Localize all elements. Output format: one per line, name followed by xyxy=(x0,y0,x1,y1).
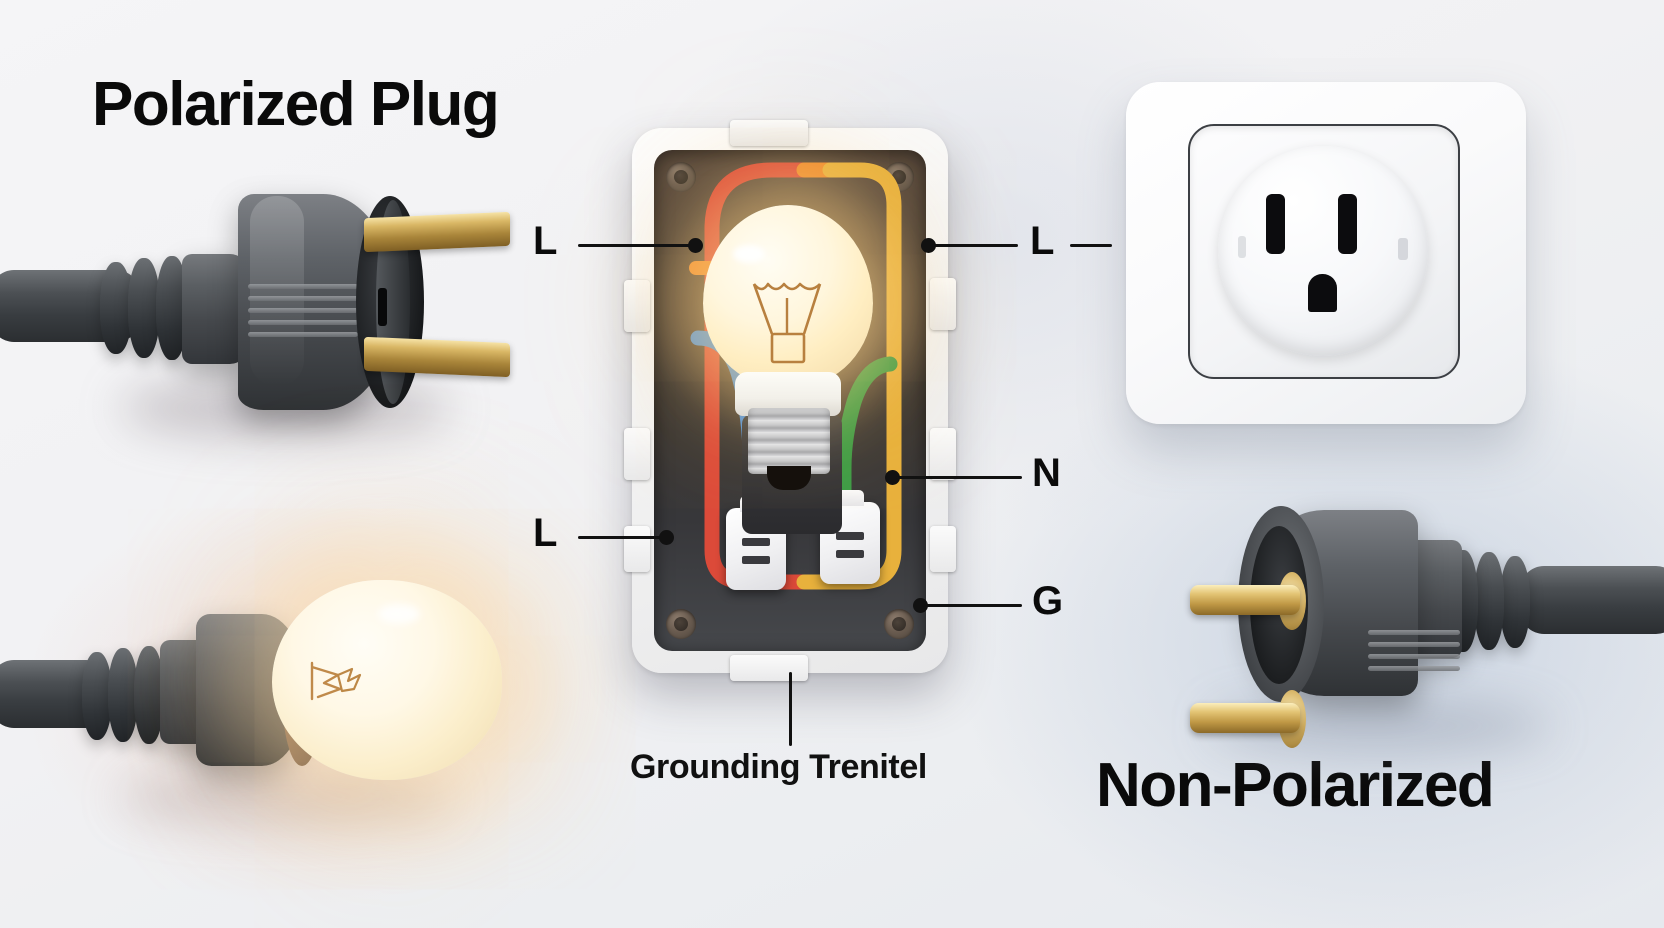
leader-line-vertical xyxy=(789,672,792,746)
cord-grip-ring xyxy=(134,646,164,744)
connector-slot xyxy=(836,532,864,540)
plug-vent-grille xyxy=(248,332,358,337)
plug-prong-upper xyxy=(1190,585,1300,615)
page-title-polarized: Polarized Plug xyxy=(92,70,500,139)
plug-prong-line xyxy=(364,211,510,253)
plug-vent-grille xyxy=(1368,642,1460,647)
plug-vent-grille xyxy=(1368,654,1460,659)
outlet-slot-neutral[interactable] xyxy=(1338,194,1357,254)
plug-vent-grille xyxy=(248,284,358,289)
box-tab-right xyxy=(930,428,956,480)
outlet-face xyxy=(1218,146,1428,356)
leader-line xyxy=(924,604,1022,607)
leader-endpoint-dot xyxy=(885,470,900,485)
leader-line xyxy=(578,244,696,247)
cord-grip-ring xyxy=(82,652,112,740)
leader-endpoint-dot xyxy=(913,598,928,613)
callout-label-L-left: L xyxy=(533,219,558,263)
box-tab-left xyxy=(624,280,650,332)
callout-label-G: G xyxy=(1032,579,1064,623)
page-title-non-polarized: Non-Polarized xyxy=(1096,751,1495,820)
mounting-screw xyxy=(666,162,696,192)
bulb-highlight xyxy=(733,245,765,263)
outlet-slot-ground[interactable] xyxy=(1308,274,1337,312)
leader-endpoint-dot xyxy=(921,238,936,253)
wall-outlet[interactable] xyxy=(1126,82,1526,424)
box-tab-right xyxy=(930,526,956,572)
cord-grip-ring xyxy=(100,262,132,354)
plug-prong-neutral xyxy=(364,336,510,378)
cord-grip-ring xyxy=(128,258,160,358)
callout-label-L-right: L xyxy=(1030,219,1055,263)
outlet-face-marker xyxy=(1238,236,1246,258)
mounting-screw xyxy=(884,609,914,639)
leader-endpoint-dot xyxy=(688,238,703,253)
box-tab-top xyxy=(730,120,808,146)
connector-slot xyxy=(836,550,864,558)
box-tab-left xyxy=(624,428,650,480)
callout-label-L-lower: L xyxy=(533,511,558,555)
plug-vent-grille xyxy=(1368,666,1460,671)
bulb-screw-base xyxy=(748,408,830,474)
plug-vent-grille xyxy=(248,296,358,301)
box-tab-bottom xyxy=(730,655,808,681)
leader-endpoint-dot xyxy=(659,530,674,545)
bulb-glass xyxy=(703,205,873,387)
leader-line xyxy=(896,476,1022,479)
plug-vent-grille xyxy=(248,308,358,313)
outlet-recess xyxy=(1188,124,1460,379)
leader-line xyxy=(932,244,1018,247)
bulb-filament-icon xyxy=(752,282,822,364)
plug-prong-lower xyxy=(1190,703,1300,733)
leader-line xyxy=(1070,244,1112,247)
box-tab-right xyxy=(930,278,956,330)
bulb-contact-tip xyxy=(767,466,811,490)
mounting-screw xyxy=(666,609,696,639)
plug-vent-grille xyxy=(248,320,358,325)
plug-center-notch xyxy=(378,288,387,326)
box-tab-left xyxy=(624,526,650,572)
outlet-face-marker xyxy=(1398,238,1408,260)
cord-grip-ring xyxy=(108,648,138,742)
connector-slot xyxy=(742,556,770,564)
connector-slot xyxy=(742,538,770,546)
cord-grip-ring xyxy=(1474,552,1504,650)
cord-grip-ring xyxy=(1500,556,1530,648)
lamp-bulb-highlight xyxy=(378,604,420,624)
plug-cord-lower xyxy=(1520,566,1664,634)
plug-vent-grille xyxy=(1368,630,1460,635)
callout-label-N: N xyxy=(1032,451,1061,495)
plug-body-highlight xyxy=(250,196,304,386)
lamp-filament-icon xyxy=(310,661,362,701)
callout-label-grounding-terminal: Grounding Trenitel xyxy=(630,748,927,786)
leader-line xyxy=(578,536,666,539)
plug-strain-relief xyxy=(182,254,248,364)
outlet-slot-line[interactable] xyxy=(1266,194,1285,254)
